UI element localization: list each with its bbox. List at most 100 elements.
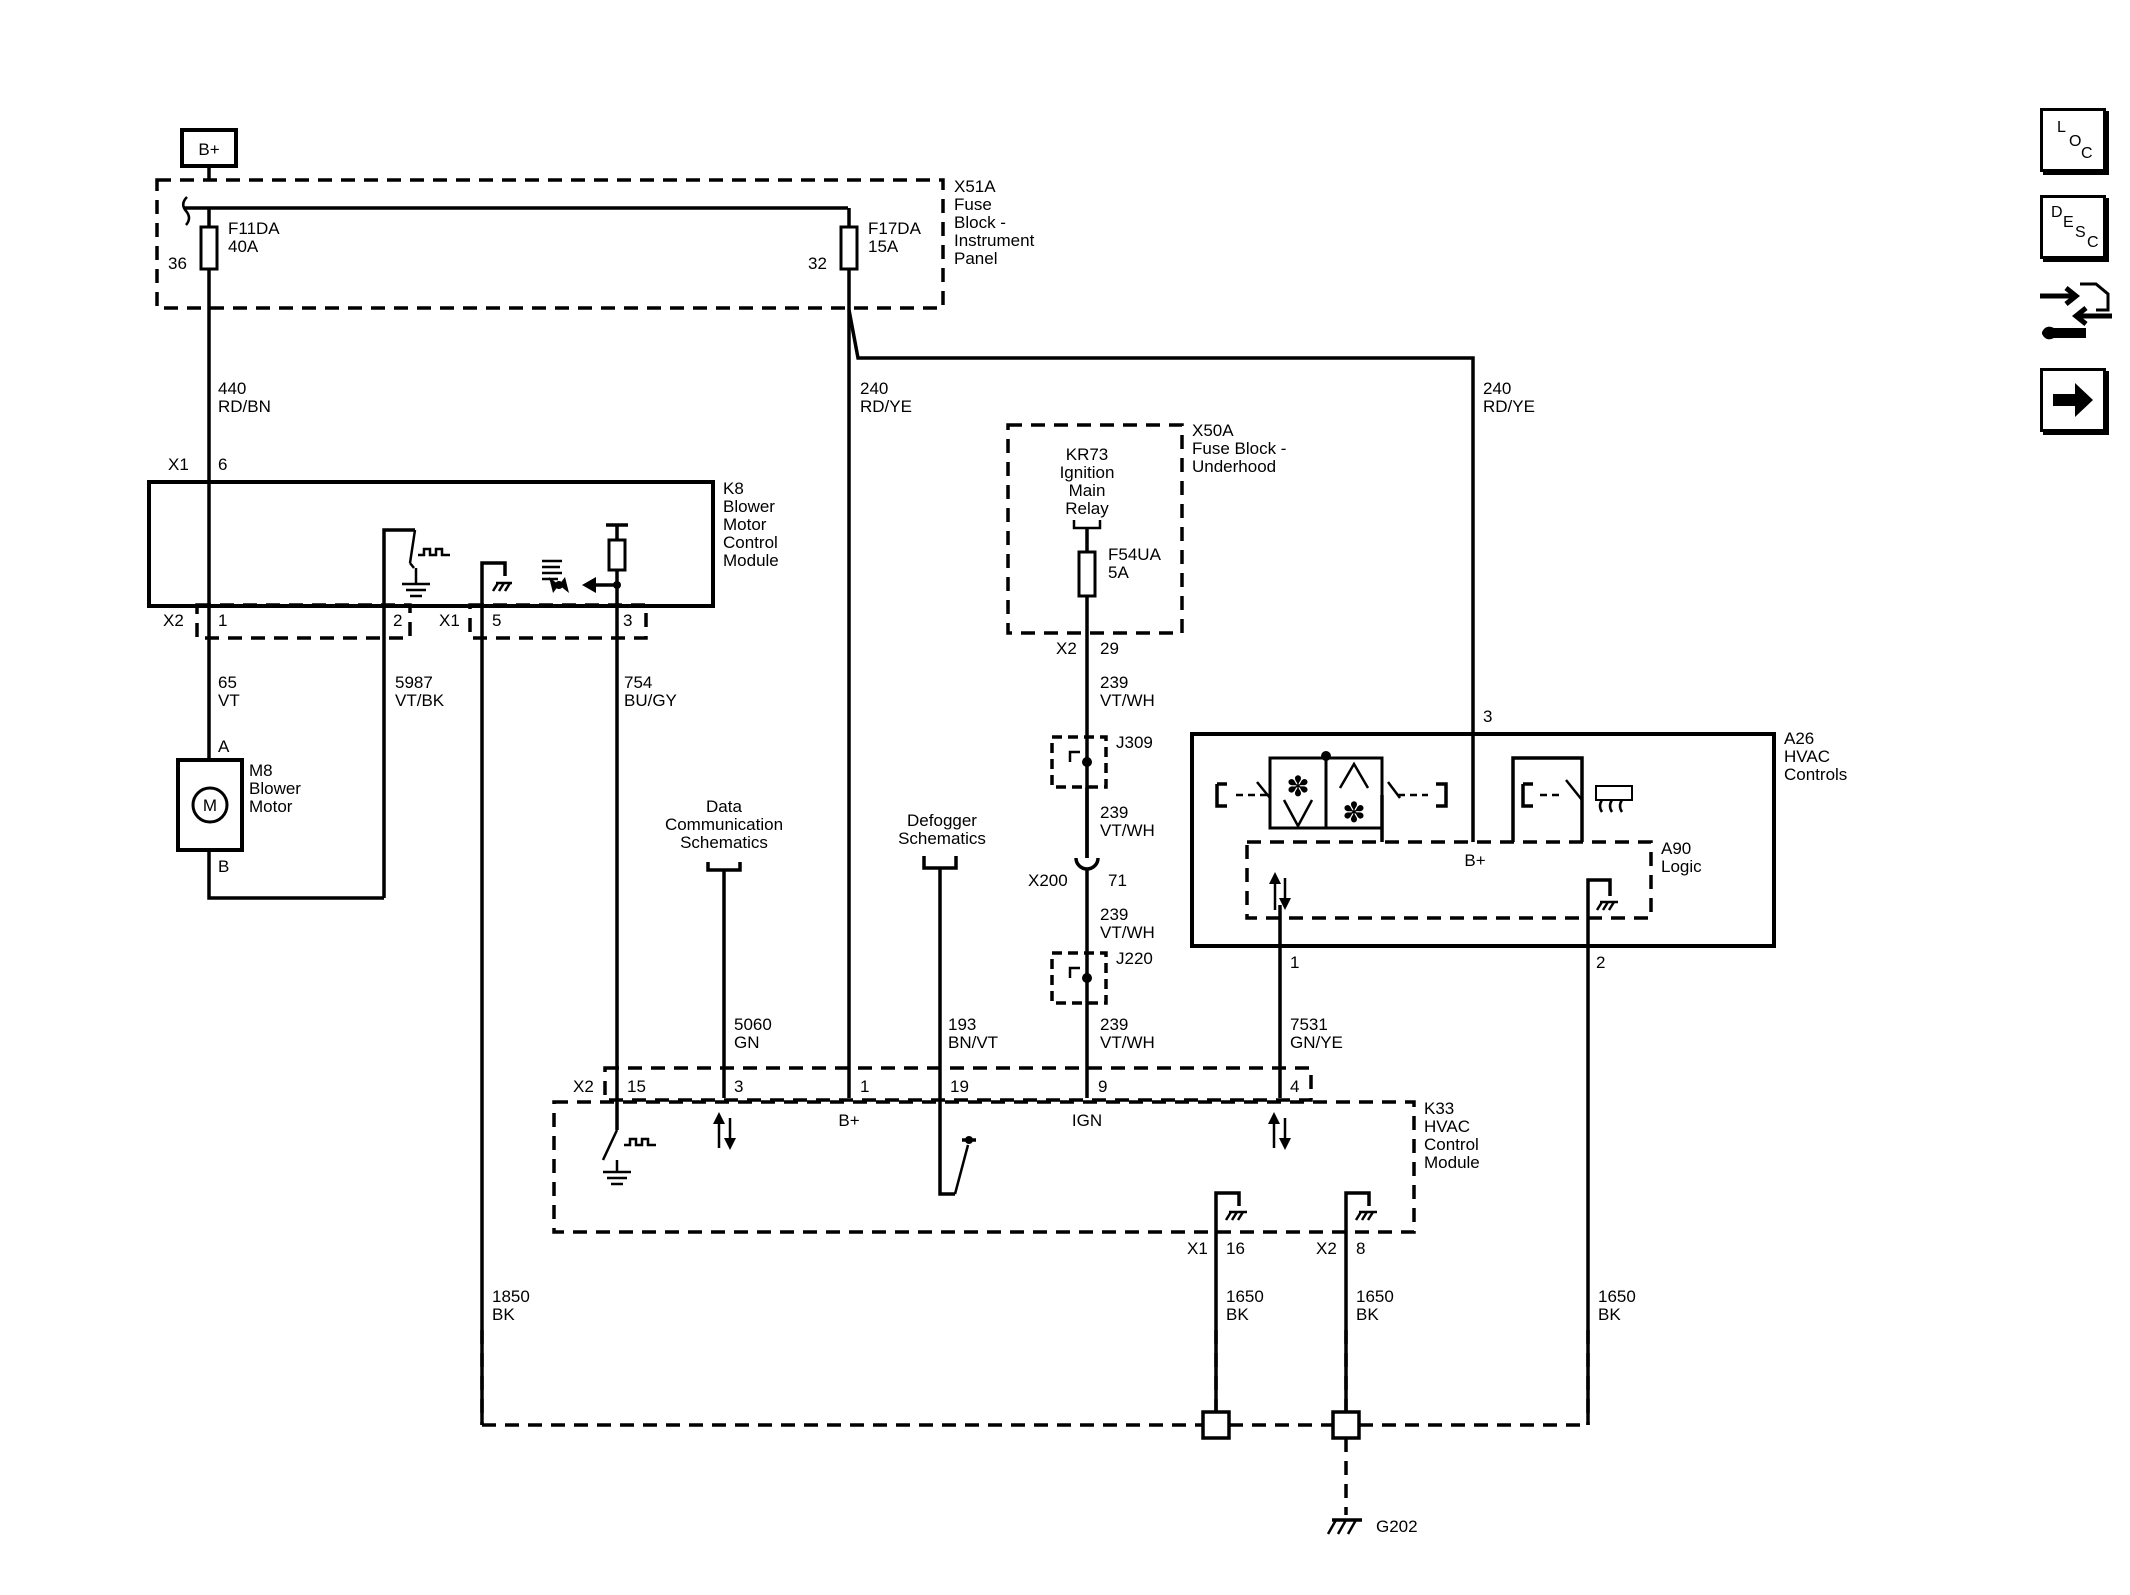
- x50-x2-label: X2: [1056, 639, 1077, 658]
- nav-button-letter: C: [2081, 145, 2093, 162]
- w7531-c-label: GN/YE: [1290, 1033, 1343, 1052]
- location-button[interactable]: L O C: [2040, 108, 2106, 172]
- a90-serial-data-icon: [1269, 872, 1291, 910]
- k33-p16-label: 16: [1226, 1239, 1245, 1258]
- fuse-f54ua: [1077, 550, 1097, 598]
- fuse-f17da: [839, 225, 859, 271]
- ground-g202-icon: [1326, 1518, 1362, 1535]
- x51a-3-label: Instrument: [954, 231, 1035, 250]
- fan-icon-2: ✽: [1342, 797, 1365, 828]
- w240b-label: 240: [1483, 379, 1511, 398]
- k33-connector-x2: [603, 1066, 1313, 1102]
- description-button[interactable]: D E S C: [2040, 195, 2106, 259]
- ground-harness: [480, 1330, 1590, 1515]
- a26-p2-label: 2: [1596, 953, 1605, 972]
- w440-c-label: RD/BN: [218, 397, 271, 416]
- a90-label: A90: [1661, 839, 1691, 858]
- k33-p4-label: 4: [1290, 1077, 1299, 1096]
- x51a-fuse-block-outline: [155, 178, 945, 310]
- w239d-c-label: VT/WH: [1100, 1033, 1155, 1052]
- motor-m-label: M: [203, 796, 217, 815]
- k8-1-label: Blower: [723, 497, 775, 516]
- x51a-label: X51A: [954, 177, 996, 196]
- nav-button-letter: C: [2087, 234, 2099, 251]
- k33-pwm-switch-icon: [601, 1098, 656, 1186]
- dc-3-label: Schematics: [680, 833, 768, 852]
- w239b-c-label: VT/WH: [1100, 821, 1155, 840]
- f17da-label: F17DA: [868, 219, 922, 238]
- a90-1-label: Logic: [1661, 857, 1702, 876]
- w1650a-c-label: BK: [1226, 1305, 1249, 1324]
- k8-2-label: Motor: [723, 515, 767, 534]
- x51a-1-label: Fuse: [954, 195, 992, 214]
- m8-2-label: Motor: [249, 797, 293, 816]
- w7531-label: 7531: [1290, 1015, 1328, 1034]
- kr73-2-label: Main: [1069, 481, 1106, 500]
- k33-p8-label: 8: [1356, 1239, 1365, 1258]
- w5987-label: 5987: [395, 673, 433, 692]
- x50a-2-label: Underhood: [1192, 457, 1276, 476]
- k33-2-label: Control: [1424, 1135, 1479, 1154]
- nav-button-letter: S: [2075, 224, 2086, 241]
- next-arrow-button[interactable]: [2040, 368, 2106, 432]
- k33-p9-label: 9: [1098, 1077, 1107, 1096]
- k8-p2-label: 2: [393, 611, 402, 630]
- w193-label: 193: [948, 1015, 976, 1034]
- inline-connector-x200: [1074, 787, 1100, 871]
- pin32-label: 32: [808, 254, 827, 273]
- kr73-label: KR73: [1066, 445, 1109, 464]
- a26-2-label: Controls: [1784, 765, 1847, 784]
- splice-j220: [1050, 951, 1108, 1005]
- w754-c-label: BU/GY: [624, 691, 677, 710]
- w1650c-label: 1650: [1598, 1287, 1636, 1306]
- k33-ground-icon-x2: [1344, 1191, 1377, 1420]
- k33-3-label: Module: [1424, 1153, 1480, 1172]
- busbar-break-symbol: [182, 196, 191, 226]
- k8-3-label: Control: [723, 533, 778, 552]
- w240a-c-label: RD/YE: [860, 397, 912, 416]
- w240b-c-label: RD/YE: [1483, 397, 1535, 416]
- k33-label: K33: [1424, 1099, 1454, 1118]
- a90-bplus-label: B+: [1464, 851, 1485, 870]
- link-defogger[interactable]: Defogger: [907, 811, 977, 830]
- battery-positive-terminal: B+: [180, 128, 238, 180]
- k8-x2-label: X2: [163, 611, 184, 630]
- k8-p5-label: 5: [492, 611, 501, 630]
- k33-1-label: HVAC: [1424, 1117, 1470, 1136]
- p71-label: 71: [1108, 871, 1127, 890]
- dc-2-label: Communication: [665, 815, 783, 834]
- connector-repair-icon[interactable]: [2036, 276, 2116, 350]
- a26-defrost-switch-icon: [1511, 756, 1633, 842]
- kr73-3-label: Relay: [1065, 499, 1109, 518]
- m8-label: M8: [249, 761, 273, 780]
- w240a-label: 240: [860, 379, 888, 398]
- m8-b-label: B: [218, 857, 229, 876]
- k33-ground-icon-x1: [1214, 1191, 1247, 1420]
- link-data-communication[interactable]: Data: [706, 797, 742, 816]
- w5060-label: 5060: [734, 1015, 772, 1034]
- k8-x1-label: X1: [168, 455, 189, 474]
- w5060-c-label: GN: [734, 1033, 760, 1052]
- w239d-label: 239: [1100, 1015, 1128, 1034]
- x50a-label: X50A: [1192, 421, 1234, 440]
- w1850-label: 1850: [492, 1287, 530, 1306]
- nav-button-letter: L: [2057, 119, 2066, 136]
- k33-module-outline: [552, 1100, 1416, 1234]
- k8-4-label: Module: [723, 551, 779, 570]
- k33-p1-label: 1: [860, 1077, 869, 1096]
- x200-label: X200: [1028, 871, 1068, 890]
- w754-label: 754: [624, 673, 652, 692]
- w239c-c-label: VT/WH: [1100, 923, 1155, 942]
- k8-p1-label: 1: [218, 611, 227, 630]
- k33-p15-label: 15: [627, 1077, 646, 1096]
- k8-label: K8: [723, 479, 744, 498]
- w440-label: 440: [218, 379, 246, 398]
- k33-serial-data-icon: [713, 1112, 736, 1150]
- f11da-a-label: 40A: [228, 237, 259, 256]
- nav-button-letter: O: [2069, 133, 2082, 150]
- k8-connector-x2: [195, 603, 412, 640]
- w239b-label: 239: [1100, 803, 1128, 822]
- w1850-c-label: BK: [492, 1305, 515, 1324]
- k33-p3-label: 3: [734, 1077, 743, 1096]
- k33-serial-data-icon-2: [1268, 1112, 1291, 1150]
